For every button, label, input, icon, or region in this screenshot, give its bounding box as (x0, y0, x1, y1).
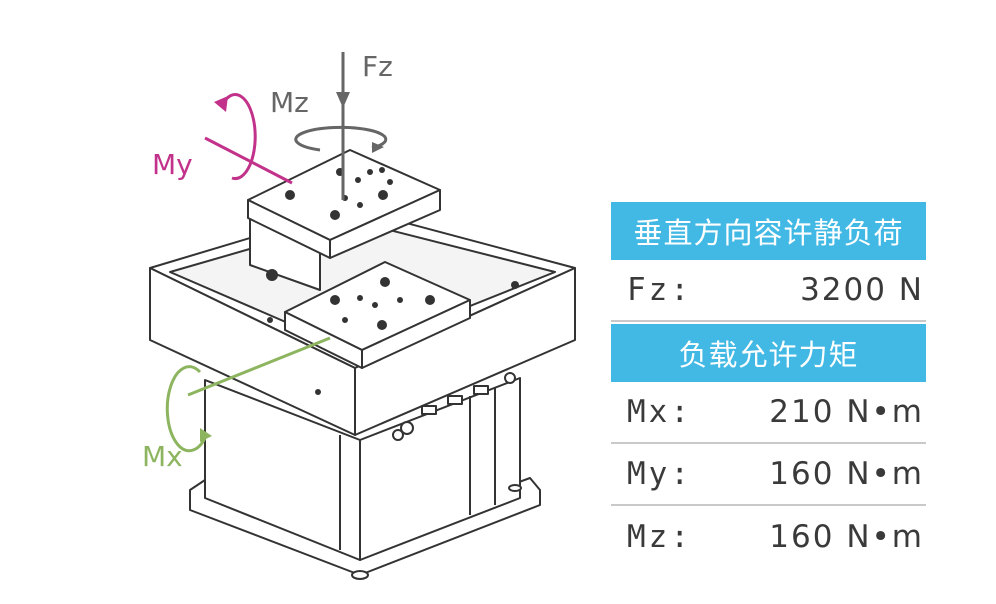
spec-table: 垂直方向容许静负荷 Fz: 3200 N 负载允许力矩 Mx: 210 N•m … (611, 202, 926, 568)
moment-header: 负载允许力矩 (611, 324, 926, 382)
mz-rotation-arrow (294, 125, 388, 153)
mx-label: Mx (142, 440, 183, 473)
my-row: My: 160 N•m (611, 444, 926, 506)
my-rotation-arrow (204, 93, 293, 185)
housing-side (354, 267, 576, 436)
stage-drawing (149, 149, 576, 580)
my-value: 160 N•m (769, 456, 924, 492)
lower-table-side (361, 299, 471, 369)
my-label: My (152, 148, 193, 181)
fz-value: 3200 N (800, 272, 924, 308)
mz-key: Mz: (627, 519, 692, 555)
mz-label: Mz (270, 86, 309, 119)
stage-diagram: Fz Mz My Mx (142, 50, 576, 580)
vertical-load-header: 垂直方向容许静负荷 (611, 202, 926, 260)
fz-row: Fz: 3200 N (611, 260, 926, 322)
mz-value: 160 N•m (769, 519, 924, 555)
fz-label: Fz (362, 50, 393, 83)
mx-rotation-arrow (165, 336, 331, 453)
fz-key: Fz: (627, 272, 692, 308)
mx-row: Mx: 210 N•m (611, 382, 926, 444)
upper-table-side (329, 189, 441, 259)
mx-key: Mx: (627, 394, 692, 430)
mx-value: 210 N•m (769, 394, 924, 430)
my-key: My: (627, 456, 692, 492)
mz-row: Mz: 160 N•m (611, 506, 926, 568)
lower-body-side (359, 377, 521, 561)
